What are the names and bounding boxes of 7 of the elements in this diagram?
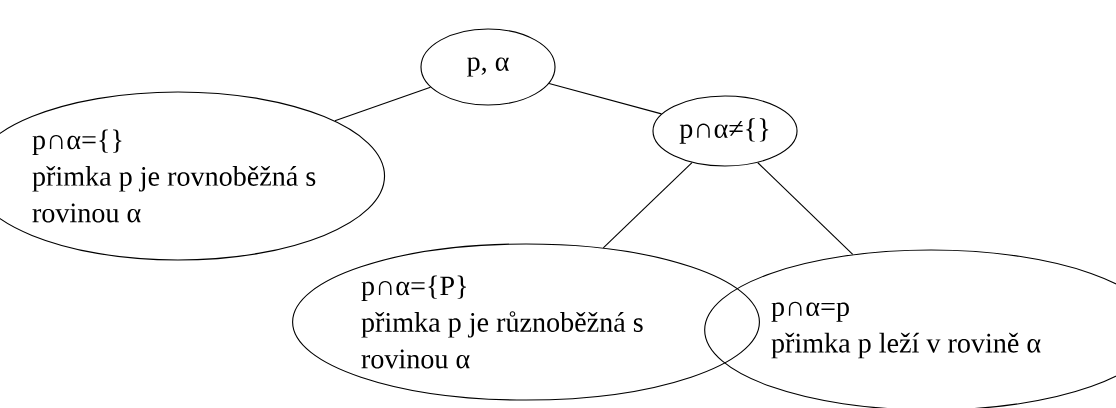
connector-line (757, 162, 854, 255)
connector-line (602, 162, 693, 249)
connector-line (334, 86, 432, 122)
ellipse-node: p∩α≠{} (652, 95, 798, 167)
ellipse-node: p, α (420, 28, 556, 106)
ellipse-node: p∩α={P} přimka p je různoběžná s rovinou α (292, 243, 760, 401)
connector-line (548, 82, 662, 115)
